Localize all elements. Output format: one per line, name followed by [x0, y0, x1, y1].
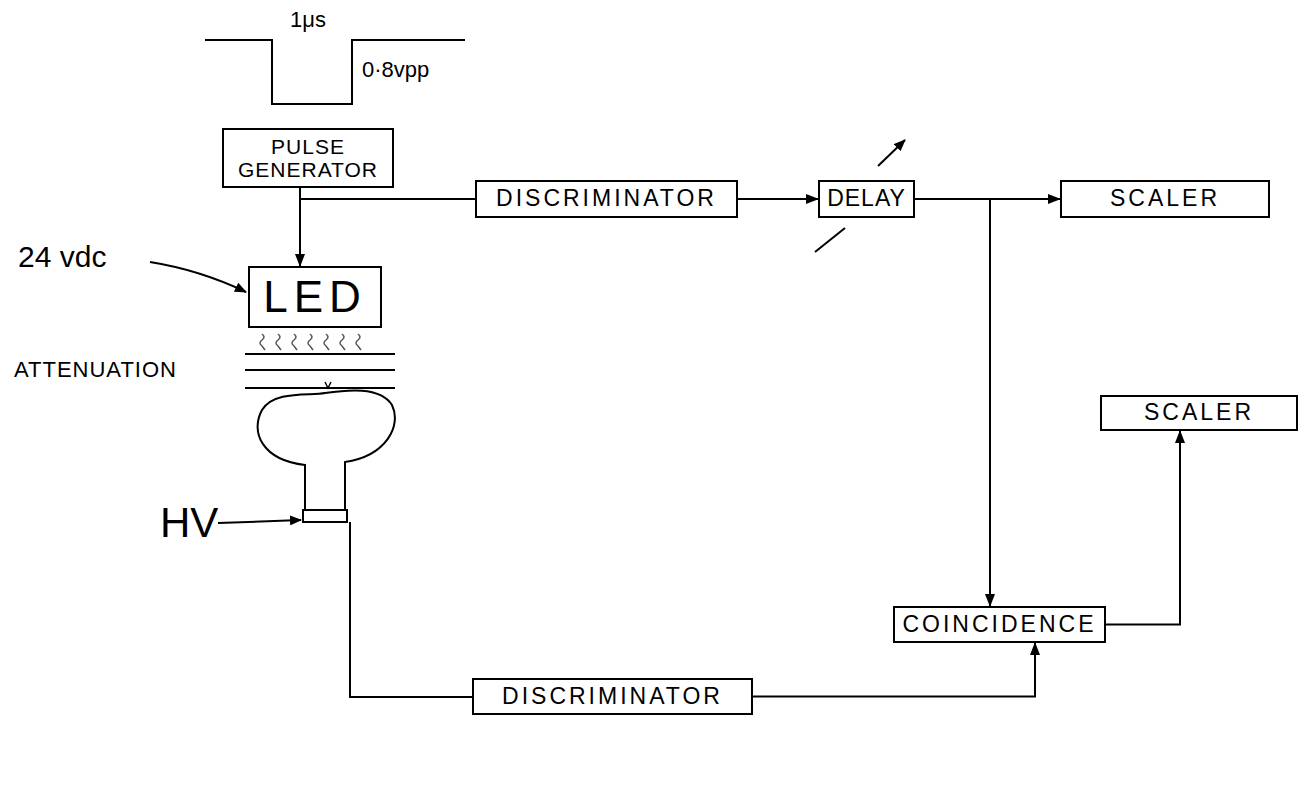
signal-connector	[753, 643, 1035, 697]
box-label: PULSE GENERATOR	[224, 135, 392, 181]
hv-arrow	[218, 520, 301, 523]
light-ray	[276, 334, 281, 350]
light-ray	[324, 334, 329, 350]
pulse-waveform	[205, 40, 465, 104]
pulse-generator-box: PULSE GENERATOR	[222, 128, 394, 188]
supply-arrow	[150, 262, 246, 292]
box-label: SCALER	[1110, 186, 1220, 211]
supply-voltage-label: 24 vdc	[18, 240, 106, 273]
box-label: DELAY	[827, 186, 906, 211]
delay-adjust-arrow	[878, 140, 905, 166]
discriminator-box: DISCRIMINATOR	[475, 180, 738, 218]
scaler-box: SCALER	[1100, 395, 1298, 431]
light-ray	[292, 334, 297, 350]
box-label: COINCIDENCE	[902, 612, 1096, 637]
delay-box: DELAY	[818, 180, 915, 218]
light-ray	[260, 334, 265, 350]
hv-label: HV	[160, 500, 218, 546]
attenuation-filter	[245, 354, 395, 388]
signal-connector	[300, 188, 475, 199]
delay-adjust-tail	[815, 228, 845, 252]
pmt-tube	[258, 390, 395, 512]
light-ray	[356, 334, 361, 350]
light-ray	[340, 334, 345, 350]
box-label: DISCRIMINATOR	[496, 186, 717, 211]
pmt-signal-wire	[350, 522, 472, 697]
coincidence-box: COINCIDENCE	[893, 606, 1106, 643]
discriminator-box: DISCRIMINATOR	[472, 678, 753, 715]
attenuation-label: ATTENUATION	[14, 358, 177, 382]
pmt-base	[303, 510, 347, 522]
box-label: DISCRIMINATOR	[502, 684, 723, 709]
signal-connector	[1106, 431, 1180, 625]
scaler-box: SCALER	[1060, 180, 1270, 218]
pmt-mark	[325, 382, 331, 388]
box-label: LED	[263, 273, 367, 321]
pulse-width-label: 1μs	[290, 8, 326, 32]
light-ray	[308, 334, 313, 350]
pulse-amplitude-label: 0·8vpp	[362, 58, 429, 82]
signal-connector	[738, 198, 818, 200]
signal-connector	[915, 199, 990, 606]
light-rays	[260, 334, 361, 350]
box-label: SCALER	[1144, 400, 1254, 425]
led-box: LED	[248, 266, 382, 328]
